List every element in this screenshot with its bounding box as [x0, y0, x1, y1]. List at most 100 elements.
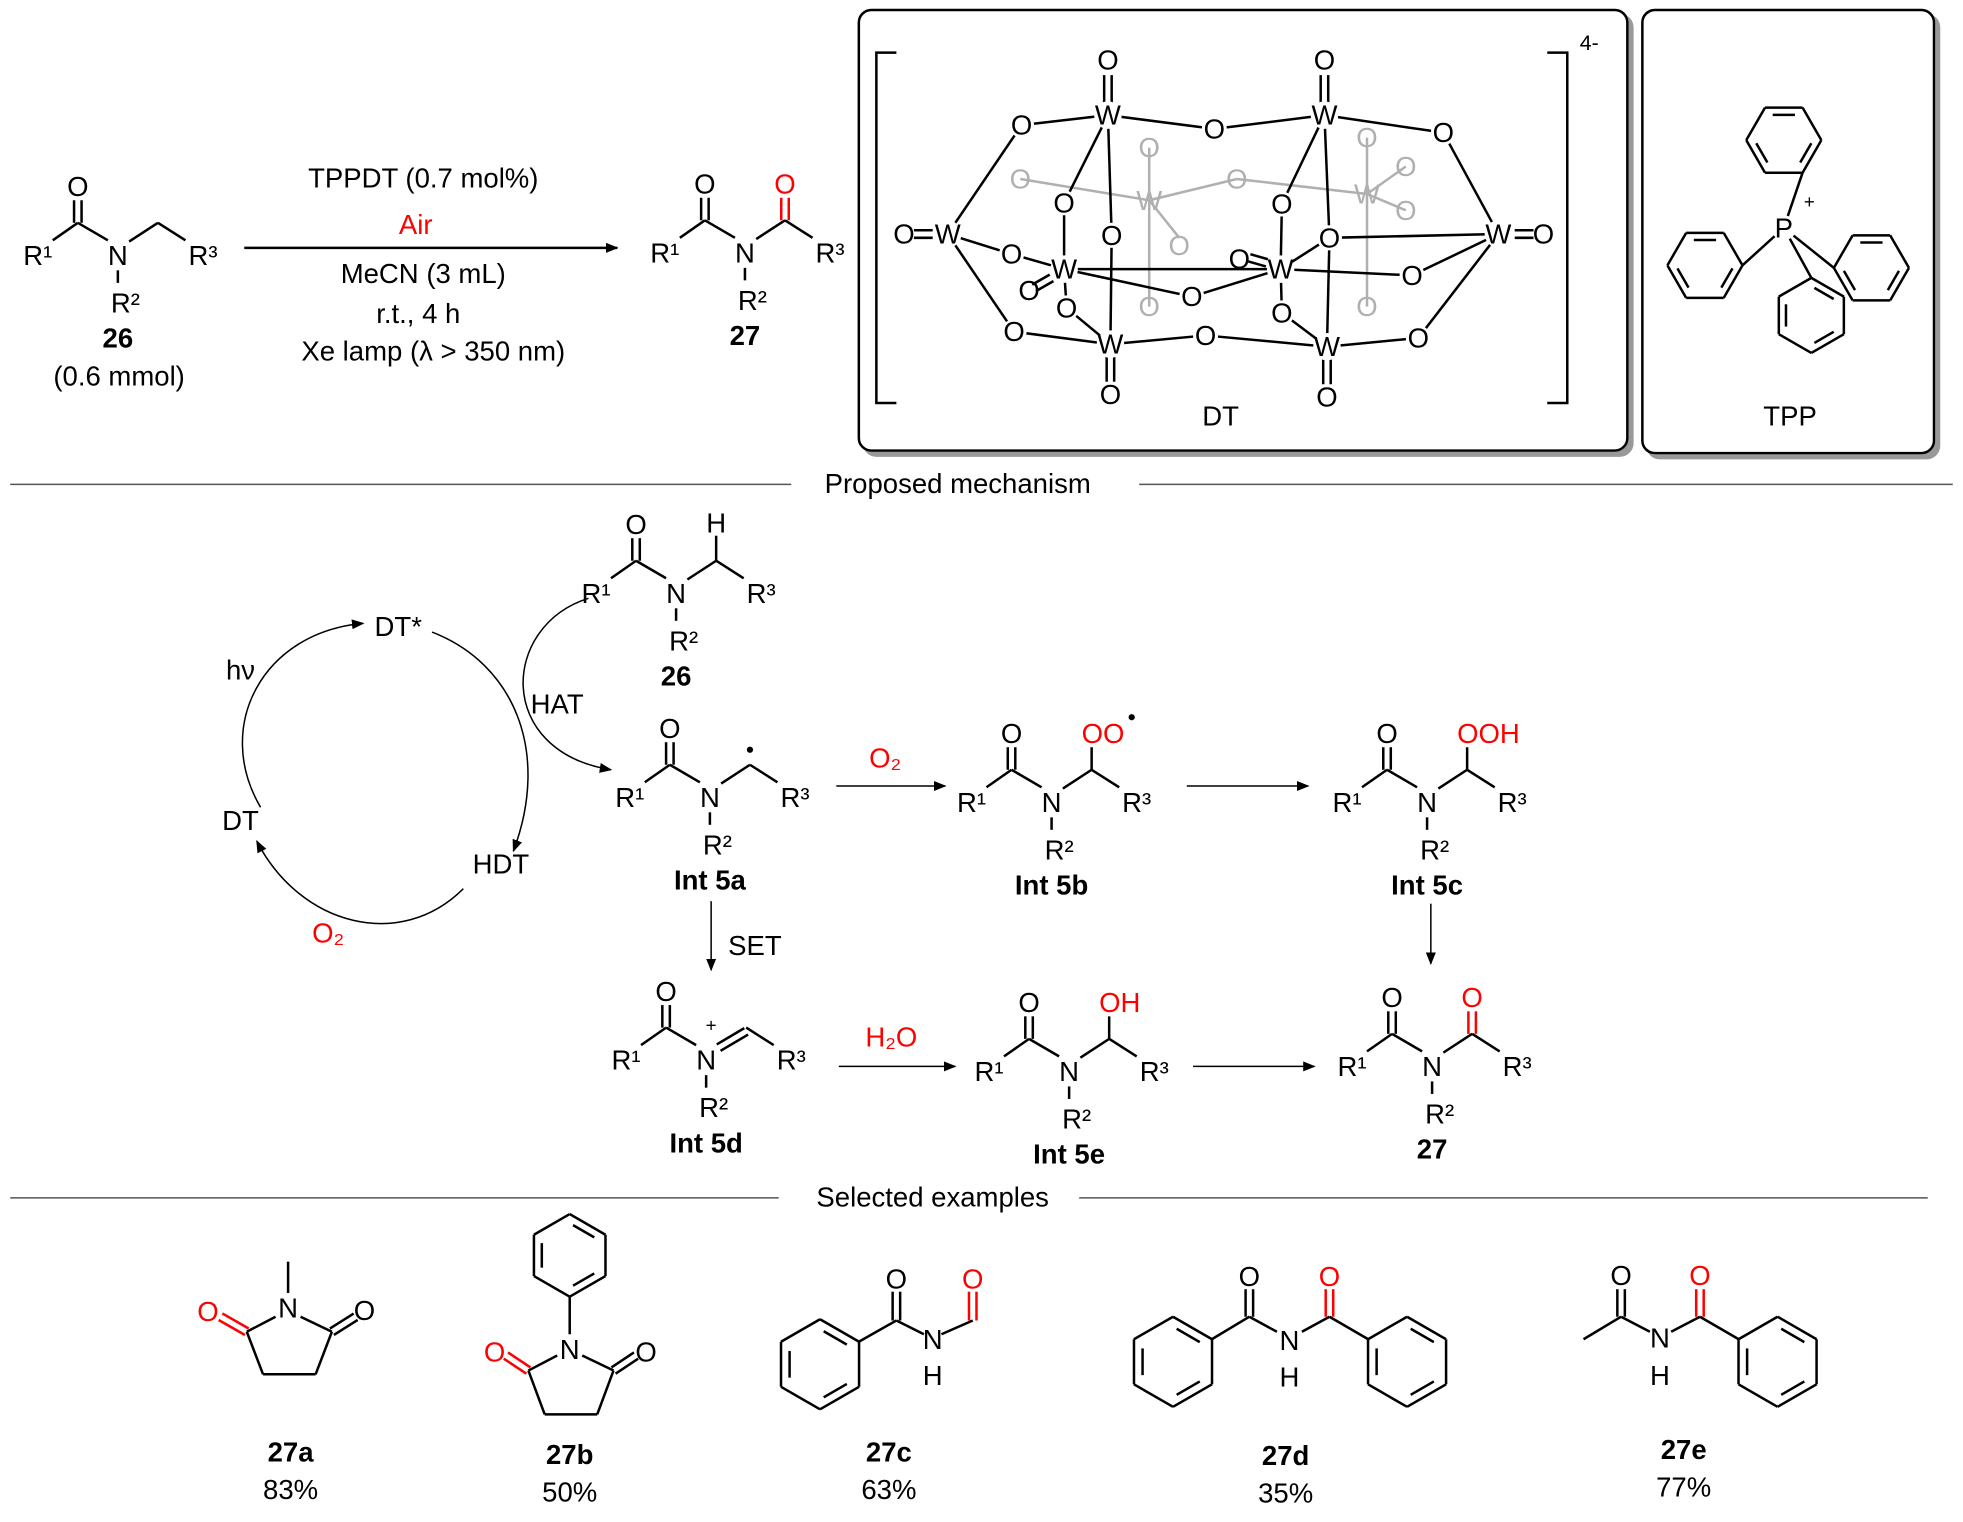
bond: [1205, 334, 1328, 348]
atom-mask: [1094, 101, 1122, 129]
bond: [819, 1318, 860, 1343]
bond: [1471, 1032, 1501, 1053]
r1-label: R¹: [974, 1056, 1003, 1087]
r2-label: R²: [1425, 1098, 1454, 1129]
nitrogen: N: [735, 237, 755, 268]
bridging-oxygen: O: [1011, 110, 1032, 141]
bond: [1031, 273, 1051, 286]
bridging-oxygen: O: [1319, 222, 1340, 253]
bridging-oxygen: O: [1139, 132, 1160, 163]
bond: [1109, 235, 1113, 345]
bond: [596, 1370, 615, 1415]
nitrogen: N: [108, 240, 128, 271]
radical-dot: [746, 746, 754, 753]
bond: [946, 233, 1016, 333]
bridging-oxygen: O: [1226, 163, 1247, 194]
tungsten-atom: W: [1314, 331, 1340, 362]
example-yield: 77%: [1656, 1471, 1711, 1502]
bond: [858, 1319, 898, 1343]
bond: [1406, 1315, 1447, 1341]
nitrogen: N: [1422, 1051, 1442, 1082]
terminal-oxygen: O: [1533, 219, 1554, 250]
bond: [1410, 1380, 1435, 1396]
cycle-arrow-hat: [431, 631, 529, 853]
bond: [715, 559, 745, 580]
substrate-amount: (0.6 mmol): [53, 361, 184, 392]
atmosphere-air: Air: [399, 209, 433, 240]
cycle-dt: DT: [222, 805, 259, 836]
r2-label: R²: [1062, 1103, 1091, 1134]
bond: [719, 1033, 749, 1052]
bridging-oxygen: O: [1181, 281, 1202, 312]
phosphorus-atom: P: [1775, 212, 1793, 243]
bond: [704, 219, 736, 239]
r2-label: R²: [699, 1092, 728, 1123]
bond: [1417, 233, 1500, 339]
carbonyl-oxygen: O: [1001, 718, 1022, 749]
tungsten-atom: W: [1051, 254, 1077, 285]
red-oxygen: O: [197, 1296, 218, 1327]
tungsten-atom: W: [935, 219, 961, 250]
r2-label: R²: [1045, 834, 1074, 865]
bond: [1745, 139, 1767, 174]
bond: [1236, 177, 1368, 196]
atom-mask: [1099, 222, 1125, 248]
bond: [780, 1318, 821, 1343]
bond: [1280, 114, 1326, 205]
nitrogen: N: [1059, 1056, 1079, 1087]
molecule-structures: R¹ONR²R³26R¹ONR²R³O27R¹ONR²R³H26R¹ONR²R³…: [23, 45, 1911, 1509]
bond: [1090, 768, 1120, 789]
catalyst-loading: TPPDT (0.7 mol%): [308, 163, 538, 194]
example-yield: 50%: [542, 1476, 597, 1507]
bond: [1148, 199, 1181, 239]
r3-label: R³: [816, 237, 845, 268]
atom-mask: [1269, 191, 1295, 217]
light-source: Xe lamp (λ > 350 nm): [301, 335, 565, 366]
hydrogen: H: [1279, 1361, 1299, 1392]
mechanism-title: Proposed mechanism: [825, 468, 1091, 499]
dt-label: DT: [1202, 401, 1239, 432]
bridging-oxygen: O: [1056, 292, 1077, 323]
alpha-hydrogen: H: [706, 508, 726, 539]
bond: [745, 1026, 775, 1047]
bond: [1780, 1327, 1805, 1344]
atom-mask: [1050, 255, 1078, 283]
bond: [1670, 1315, 1701, 1333]
bridging-oxygen: O: [1395, 195, 1416, 226]
atom-mask: [1310, 101, 1339, 129]
bond: [1028, 1037, 1060, 1058]
bond: [1191, 267, 1282, 298]
bridging-oxygen: O: [1003, 316, 1024, 347]
bond: [1737, 1315, 1779, 1341]
bond: [940, 1319, 974, 1336]
bond: [1780, 1380, 1805, 1396]
bond: [527, 1370, 546, 1415]
atom-mask: [1051, 190, 1077, 216]
bond: [819, 1385, 860, 1411]
bond: [1366, 192, 1407, 212]
atom-mask: [1054, 295, 1080, 321]
anion-charge: 4-: [1580, 31, 1599, 55]
right-bracket: [1547, 51, 1569, 405]
r1-label: R¹: [1332, 787, 1361, 818]
example-label: 27a: [268, 1436, 315, 1467]
positive-charge: +: [706, 1015, 717, 1036]
bond: [1799, 142, 1813, 164]
bond: [1250, 253, 1269, 261]
tungsten-atom: W: [1485, 219, 1511, 250]
bond: [1755, 142, 1769, 164]
bond: [1676, 267, 1690, 289]
bond: [635, 559, 667, 580]
dt-box: [857, 8, 1629, 452]
bond: [755, 219, 786, 241]
example-label: 27b: [546, 1439, 593, 1470]
bond: [1832, 267, 1854, 301]
step-water: H₂O: [865, 1021, 917, 1052]
r2-label: R²: [1420, 834, 1449, 865]
red-oxygen: O: [484, 1336, 505, 1367]
bond: [1214, 113, 1325, 131]
bridging-oxygen: O: [1356, 291, 1377, 322]
nitrogen: N: [278, 1292, 298, 1323]
bond: [1699, 1315, 1740, 1341]
